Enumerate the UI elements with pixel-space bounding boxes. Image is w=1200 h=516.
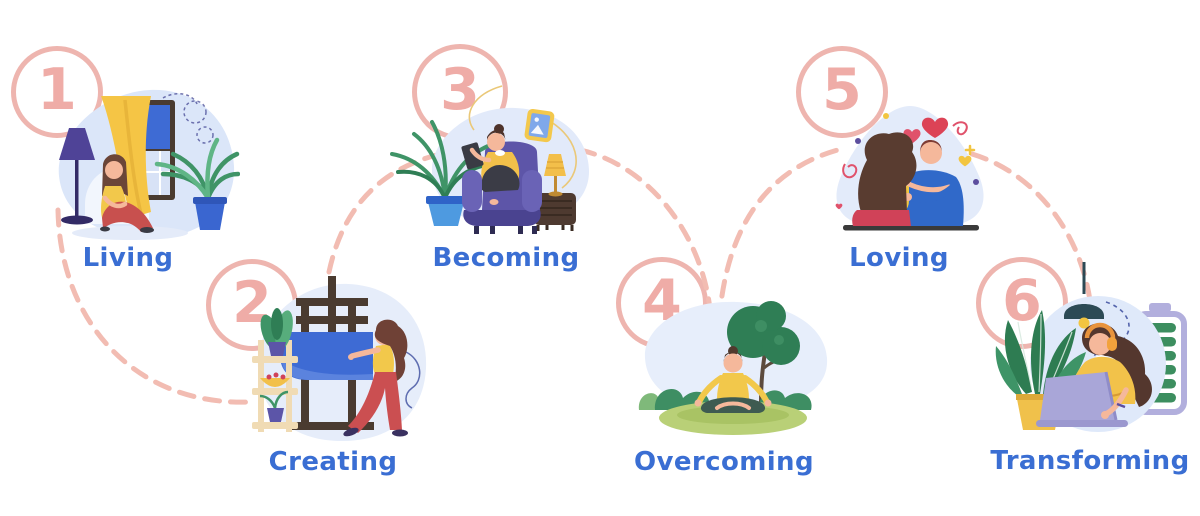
illustration-creating-woman-painting — [252, 276, 427, 442]
step-4-label: Overcoming — [634, 447, 814, 477]
step-6-label: Transforming — [990, 446, 1190, 476]
woman — [852, 132, 960, 226]
meditating-woman — [694, 346, 772, 413]
step-5-label: Loving — [849, 243, 949, 273]
armchair-armrests — [462, 170, 542, 212]
laptop — [1036, 371, 1128, 427]
hanging-lamp — [1064, 262, 1104, 329]
reading-woman — [461, 124, 520, 205]
illustration-becoming-woman-reading — [390, 85, 590, 234]
illustration-loving-couple — [835, 106, 984, 231]
potted-palm-plant — [154, 137, 240, 230]
step-3-number: 3 — [440, 56, 480, 123]
illustration-transforming-woman-laptop — [995, 262, 1187, 432]
step-1-number-circle: 1 — [11, 46, 103, 138]
bench — [843, 225, 979, 231]
painting-woman — [343, 319, 408, 437]
side-table — [534, 193, 576, 231]
table-lamp — [544, 154, 566, 197]
step-5-number: 5 — [822, 56, 862, 123]
blue-canvas — [280, 332, 373, 380]
yellow-curtain — [101, 96, 151, 218]
typing-arm — [1101, 387, 1129, 419]
wall-picture-frame — [524, 108, 555, 143]
wooden-plant-stand — [252, 308, 298, 432]
step-2-label: Creating — [268, 447, 398, 477]
step-5-number-circle: 5 — [796, 46, 888, 138]
floor-shadow — [72, 226, 188, 240]
curly-line-doodle — [405, 351, 421, 409]
step-3-label: Becoming — [432, 243, 580, 273]
scribble-circles-doodle — [162, 92, 214, 144]
step-1-number: 1 — [37, 56, 77, 123]
step-1-label: Living — [82, 243, 174, 273]
illustration-living-woman-by-window — [58, 89, 240, 240]
illustration-overcoming-woman-meditating — [638, 301, 828, 435]
